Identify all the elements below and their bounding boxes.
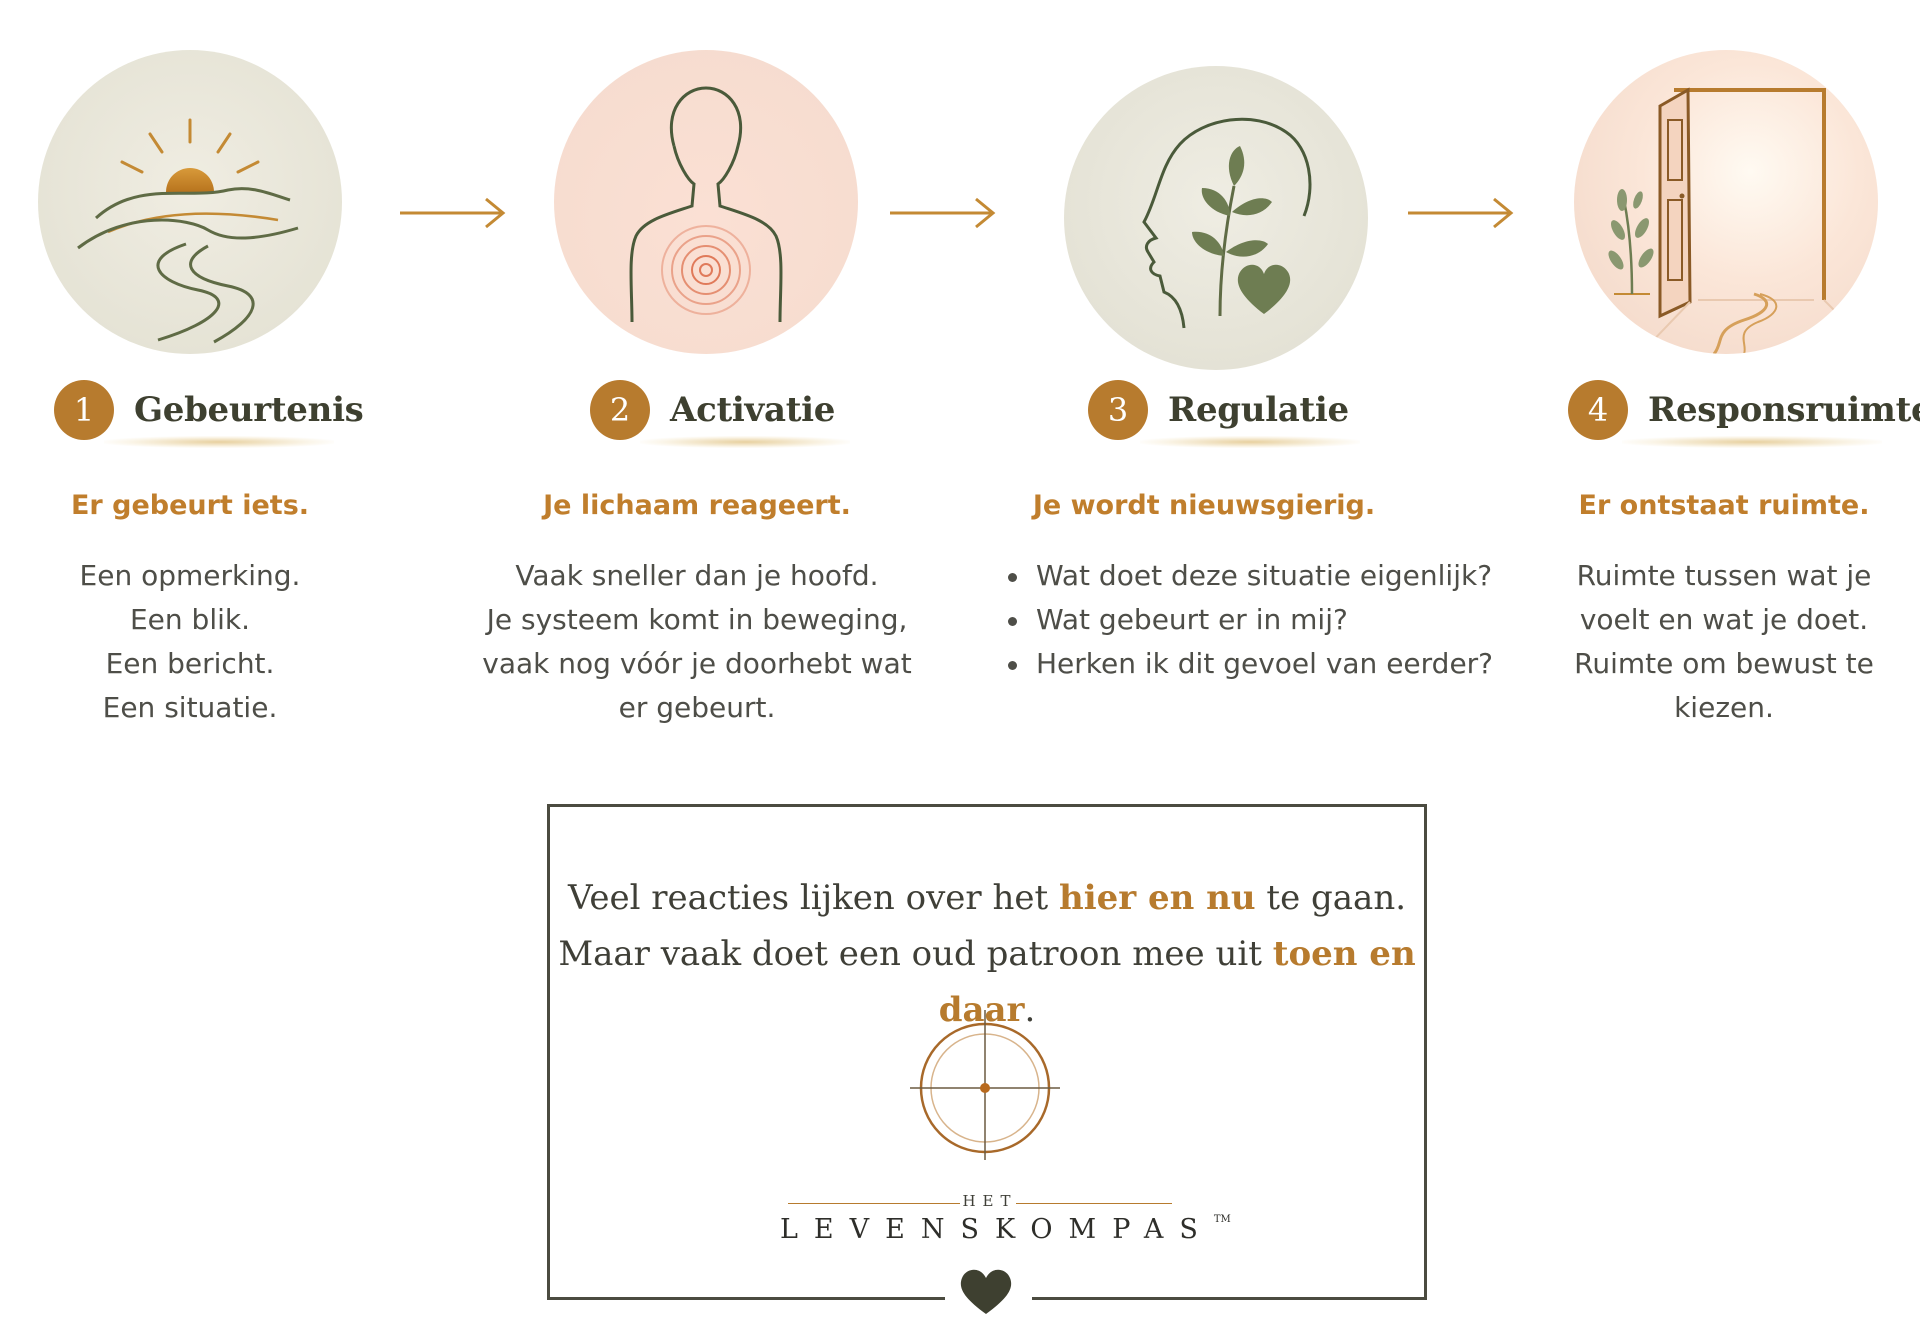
step-title: Gebeurtenis (134, 390, 364, 430)
body-line: voelt en wat je doet. (1579, 603, 1869, 636)
step-subhead: Er gebeurt iets. (70, 490, 310, 521)
step-number-badge: 3 (1088, 380, 1148, 440)
quote-line-1: Veel reacties lijken over het hier en nu… (547, 870, 1427, 926)
body-line: Ruimte tussen wat je (1576, 559, 1872, 592)
quote-text-span: te gaan. (1255, 878, 1407, 918)
quote-highlight: hier en nu (1058, 878, 1256, 918)
box-border (547, 1297, 945, 1300)
body-line: Je systeem komt in beweging, (486, 603, 908, 636)
bullet-item: Herken ik dit gevoel van eerder? (1006, 642, 1493, 686)
body-line: Een situatie. (102, 691, 278, 724)
step-heading: 3 Regulatie (1088, 378, 1349, 442)
body-line: vaak nog vóór je doorhebt wat (482, 647, 912, 680)
body-line: Een blik. (129, 603, 250, 636)
body-line: Een opmerking. (79, 559, 301, 592)
body-activation-icon (554, 50, 858, 354)
body-line: Vaak sneller dan je hoofd. (515, 559, 879, 592)
step-body: Vaak sneller dan je hoofd. Je systeem ko… (437, 554, 957, 730)
step-body: Een opmerking. Een blik. Een bericht. Ee… (0, 554, 450, 730)
heart-icon (960, 1269, 1012, 1314)
step-subhead: Je wordt nieuwsgierig. (1032, 490, 1376, 521)
step-body: Ruimte tussen wat je voelt en wat je doe… (1464, 554, 1920, 730)
quote-text: Veel reacties lijken over het hier en nu… (547, 870, 1427, 1038)
body-line: Ruimte om bewust te (1574, 647, 1874, 680)
quote-text-span: Maar vaak doet een oud patroon mee uit (558, 934, 1273, 974)
title-underline (640, 436, 850, 448)
logo-het: HET (962, 1192, 1018, 1210)
step-heading: 4 Responsruimte (1568, 378, 1920, 442)
step-heading: 1 Gebeurtenis (54, 378, 364, 442)
logo-main-text: LEVENSKOMPAS (780, 1214, 1214, 1245)
step-subhead: Er ontstaat ruimte. (1578, 490, 1870, 521)
arrow-right-icon (400, 197, 506, 229)
step-bullet-list: Wat doet deze situatie eigenlijk? Wat ge… (1006, 554, 1493, 686)
bullet-item: Wat doet deze situatie eigenlijk? (1006, 554, 1493, 598)
body-line: Een bericht. (105, 647, 275, 680)
logo-line (1016, 1203, 1172, 1204)
step-heading: 2 Activatie (590, 378, 835, 442)
quote-text-span: Veel reacties lijken over het (567, 878, 1059, 918)
quote-line-2: Maar vaak doet een oud patroon mee uit t… (547, 926, 1427, 1038)
quote-text-span: . (1024, 990, 1036, 1030)
box-border (1032, 1297, 1427, 1300)
step-title: Regulatie (1168, 390, 1349, 430)
body-line: er gebeurt. (618, 691, 776, 724)
arrow-right-icon (1408, 197, 1514, 229)
step-number-badge: 1 (54, 380, 114, 440)
sunrise-landscape-icon (38, 50, 342, 354)
open-door-path-icon (1574, 50, 1878, 354)
title-underline (104, 436, 334, 448)
body-line: kiezen. (1674, 691, 1774, 724)
step-title: Responsruimte (1648, 390, 1920, 430)
quote-box (547, 804, 1427, 1300)
compass-icon (910, 1010, 1060, 1160)
bullet-item: Wat gebeurt er in mij? (1006, 598, 1493, 642)
logo-wordmark: LEVENSKOMPASTM (780, 1214, 1231, 1245)
title-underline (1140, 436, 1360, 448)
head-plant-heart-icon (1064, 66, 1368, 370)
title-underline (1622, 436, 1882, 448)
step-title: Activatie (670, 390, 836, 430)
step-number-badge: 2 (590, 380, 650, 440)
logo-line (788, 1203, 960, 1204)
arrow-right-icon (890, 197, 996, 229)
step-subhead: Je lichaam reageert. (543, 490, 851, 521)
logo-trademark: TM (1213, 1214, 1231, 1225)
step-number-badge: 4 (1568, 380, 1628, 440)
